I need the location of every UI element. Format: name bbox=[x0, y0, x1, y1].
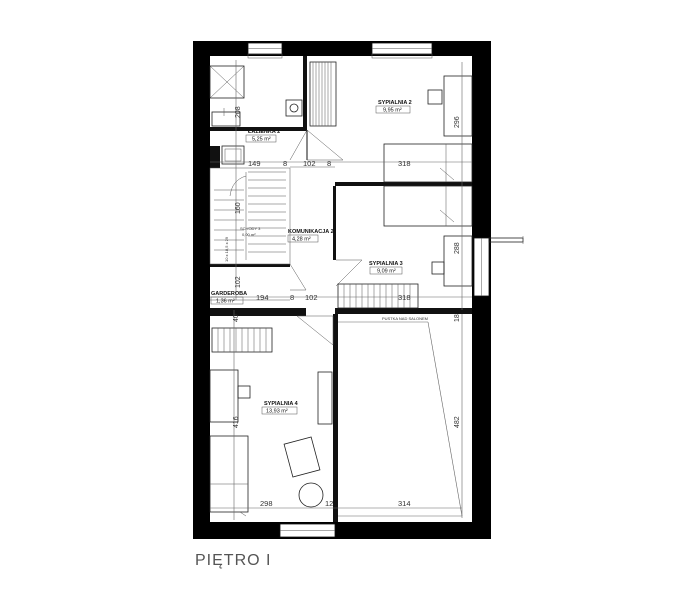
void-label: PUSTKA NAD SALONEM bbox=[382, 316, 428, 321]
dim-318a: 318 bbox=[398, 159, 411, 168]
dim-8b: 8 bbox=[327, 159, 331, 168]
staircase bbox=[209, 167, 291, 265]
room-name-garderoba: GARDEROBA bbox=[211, 291, 247, 297]
dim-102a: 102 bbox=[303, 159, 316, 168]
room-name-lazienka: ŁAZIENKA 2 bbox=[248, 129, 280, 135]
dim-v482: 482 bbox=[454, 416, 461, 428]
room-area-sypialnia4: 13,93 m² bbox=[266, 409, 288, 415]
dim-8a: 8 bbox=[283, 159, 287, 168]
wardrobe-sypialnia2 bbox=[309, 61, 337, 127]
room-name-sypialnia3: SYPIALNIA 3 bbox=[369, 261, 403, 267]
room-area-sypialnia3: 9,09 m² bbox=[377, 269, 396, 275]
bathroom-fixtures bbox=[209, 65, 303, 165]
dimension-lines bbox=[210, 60, 472, 520]
sypialnia3-furniture bbox=[337, 185, 473, 309]
dim-194: 194 bbox=[256, 293, 269, 302]
stair-spec: 10 x 18,5 x 29 bbox=[224, 236, 229, 262]
dim-314: 314 bbox=[398, 499, 411, 508]
dimension-texts: 149 8 102 8 318 194 8 102 318 298 12 314… bbox=[224, 106, 461, 508]
dim-149: 149 bbox=[248, 159, 261, 168]
dim-v208: 208 bbox=[235, 106, 242, 118]
dim-v416: 416 bbox=[233, 416, 240, 428]
room-name-komunikacja: KOMUNIKACJA 2 bbox=[288, 229, 334, 235]
sypialnia4-furniture bbox=[209, 327, 333, 517]
room-name-sypialnia2: SYPIALNIA 2 bbox=[378, 100, 412, 106]
dim-298: 298 bbox=[260, 499, 273, 508]
right-window bbox=[473, 236, 524, 297]
dim-318b: 318 bbox=[398, 293, 411, 302]
room-area-sypialnia2: 9,95 m² bbox=[383, 108, 402, 114]
dim-v40: 40 bbox=[233, 314, 240, 322]
dim-v160: 160 bbox=[235, 202, 242, 214]
interior-walls bbox=[210, 56, 472, 522]
door-swings bbox=[289, 129, 363, 346]
room-area-garderoba: 1,36 m² bbox=[216, 299, 235, 305]
floor-title: PIĘTRO I bbox=[195, 552, 272, 569]
room-name-sypialnia4: SYPIALNIA 4 bbox=[264, 401, 299, 407]
sypialnia2-furniture bbox=[383, 75, 473, 183]
void-lines bbox=[338, 314, 463, 518]
dim-8c: 8 bbox=[290, 293, 294, 302]
room-area-schody: 0,00 m² bbox=[242, 232, 256, 237]
dim-v102: 102 bbox=[235, 276, 242, 288]
bottom-window bbox=[279, 523, 336, 538]
dim-12: 12 bbox=[325, 499, 333, 508]
room-name-schody: SCHODY 3 bbox=[240, 226, 261, 231]
room-labels: ŁAZIENKA 2 5,25 m² SYPIALNIA 2 9,95 m² S… bbox=[210, 100, 428, 415]
room-area-komunikacja: 4,28 m² bbox=[292, 237, 311, 243]
dim-v296: 296 bbox=[454, 116, 461, 128]
top-windows bbox=[247, 42, 433, 59]
dim-v288: 288 bbox=[454, 242, 461, 254]
room-area-lazienka: 5,25 m² bbox=[252, 137, 271, 143]
dim-v18: 18 bbox=[454, 314, 461, 322]
dim-102b: 102 bbox=[305, 293, 318, 302]
